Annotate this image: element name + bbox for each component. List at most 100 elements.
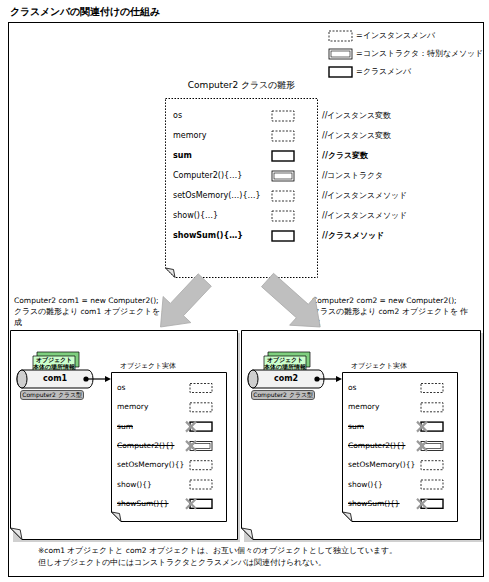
constructor-box-inner bbox=[331, 51, 350, 57]
type-text: Computer2 クラス型 bbox=[21, 391, 83, 399]
legend-sample bbox=[328, 66, 354, 78]
creation-note: クラスの雛形より com1 オブジェクトを 作成 bbox=[14, 306, 174, 328]
tag-node: オブジェクト 本体の場所情報 bbox=[264, 352, 310, 371]
not-linked-cross bbox=[186, 422, 196, 432]
tag-text: オブジェクト 本体の場所情報 bbox=[264, 357, 306, 370]
tag-text: オブジェクト 本体の場所情報 bbox=[33, 357, 75, 370]
variable-body bbox=[248, 370, 324, 388]
reference-line bbox=[86, 378, 107, 379]
reference-line bbox=[317, 378, 338, 379]
cyl-node: com2 bbox=[248, 370, 324, 388]
constructor-box bbox=[272, 171, 294, 181]
tag-front bbox=[264, 356, 306, 371]
footnote: ※com1 オブジェクトと com2 オブジェクトは、お互い個々のオブジェクトと… bbox=[38, 546, 397, 556]
tag-front bbox=[33, 356, 75, 371]
entity-node: オブジェクト実体osmemorysumComputer2(){}setOsMem… bbox=[111, 372, 227, 522]
variable-body bbox=[17, 370, 93, 388]
member-name: show(){} bbox=[117, 480, 152, 490]
reference-dot bbox=[83, 376, 88, 381]
instance-member-box bbox=[421, 384, 443, 393]
member-name: setOsMemory(){} bbox=[348, 460, 415, 470]
member-name: Computer2(){} bbox=[348, 441, 405, 451]
not-linked-cross bbox=[417, 422, 427, 432]
variable-end bbox=[17, 370, 27, 388]
class-heading: Computer2 クラスの雛形 bbox=[145, 80, 338, 91]
code-comment: //インスタンス変数 bbox=[322, 131, 391, 141]
code-comment: //インスタンスメソッド bbox=[322, 211, 407, 221]
instance-member-box bbox=[421, 461, 443, 470]
folded-corner bbox=[166, 268, 176, 278]
instance-member-box bbox=[190, 461, 212, 470]
not-linked-cross bbox=[417, 499, 427, 509]
member-name: sum bbox=[173, 151, 192, 161]
instance-member-box bbox=[272, 111, 294, 121]
member-name: Computer2(){} bbox=[117, 441, 174, 451]
not-linked-cross bbox=[417, 441, 427, 451]
type-text: Computer2 クラス型 bbox=[252, 391, 314, 399]
type-node: Computer2 クラス型 bbox=[251, 390, 315, 400]
block-arrow bbox=[262, 273, 321, 327]
member-name: sum bbox=[117, 422, 133, 432]
diagram-title: クラスメンバの関連付けの仕組み bbox=[10, 6, 160, 18]
entity-heading: オブジェクト実体 bbox=[120, 362, 176, 371]
instance-member-box bbox=[421, 403, 443, 412]
member-name: os bbox=[348, 383, 357, 393]
creation-code: Computer2 com1 = new Computer2(); bbox=[14, 295, 159, 306]
instance-member-box bbox=[272, 131, 294, 141]
shape-outline bbox=[165, 98, 318, 278]
constructor-box-inner bbox=[274, 173, 292, 179]
variable-name: com1 bbox=[17, 370, 93, 388]
member-name: os bbox=[173, 111, 182, 121]
block-arrow bbox=[161, 274, 212, 327]
instance-member-box bbox=[190, 480, 212, 489]
tag-node: オブジェクト 本体の場所情報 bbox=[33, 352, 79, 371]
entity-heading: オブジェクト実体 bbox=[351, 362, 407, 371]
creation-note: クラスの雛形より com2 オブジェクトを 作成 bbox=[312, 306, 472, 328]
panel-node: Computer2 com2 = new Computer2();クラスの雛形よ… bbox=[241, 330, 481, 540]
block-arrow-shape bbox=[262, 273, 321, 327]
folded-corner bbox=[11, 528, 23, 540]
outline-path bbox=[242, 331, 481, 540]
member-name: memory bbox=[117, 402, 148, 412]
instance-member-box bbox=[272, 211, 294, 221]
legend-text: =インスタンスメンバ bbox=[356, 30, 435, 42]
member-name: showSum(){…} bbox=[173, 231, 243, 241]
instance-member-box bbox=[190, 384, 212, 393]
legend-sample bbox=[328, 30, 354, 42]
class-member-box bbox=[329, 67, 352, 77]
template-node: Computer2 クラスの雛形osmemorysumComputer2(){…… bbox=[165, 98, 318, 278]
instance-member-box bbox=[329, 31, 352, 41]
outline-path bbox=[11, 331, 238, 540]
not-linked-cross bbox=[186, 441, 196, 451]
class-member-box bbox=[272, 151, 294, 161]
reference-dot bbox=[314, 376, 319, 381]
constructor-box-inner bbox=[192, 443, 210, 448]
legend-sample bbox=[328, 48, 354, 60]
member-name: memory bbox=[173, 131, 206, 141]
instance-member-box bbox=[421, 480, 443, 489]
reference-arrow bbox=[314, 376, 342, 382]
variable-name: com2 bbox=[248, 370, 324, 388]
member-name: show(){…} bbox=[173, 211, 218, 221]
variable-end bbox=[248, 370, 258, 388]
constructor-box-inner bbox=[423, 443, 441, 448]
member-name: Computer2(){…} bbox=[173, 171, 242, 181]
member-name: os bbox=[117, 383, 126, 393]
folded-corner bbox=[242, 528, 254, 540]
reference-arrow bbox=[83, 376, 111, 382]
code-comment: //クラス変数 bbox=[322, 151, 368, 161]
legend-text: =コンストラクタ：特別なメソッド bbox=[356, 48, 483, 60]
member-name: setOsMemory(){} bbox=[117, 460, 184, 470]
folded-corner bbox=[112, 512, 122, 522]
outline-path bbox=[343, 373, 458, 522]
legend-text: =クラスメンバ bbox=[356, 66, 411, 78]
member-name: showSum(){} bbox=[117, 499, 169, 509]
member-name: showSum(){} bbox=[348, 499, 400, 509]
cyl-node: com1 bbox=[17, 370, 93, 388]
creation-code: Computer2 com2 = new Computer2(); bbox=[312, 295, 457, 306]
member-name: memory bbox=[348, 402, 379, 412]
folded-corner bbox=[343, 512, 353, 522]
panel-node: Computer2 com1 = new Computer2();クラスの雛形よ… bbox=[10, 330, 238, 540]
